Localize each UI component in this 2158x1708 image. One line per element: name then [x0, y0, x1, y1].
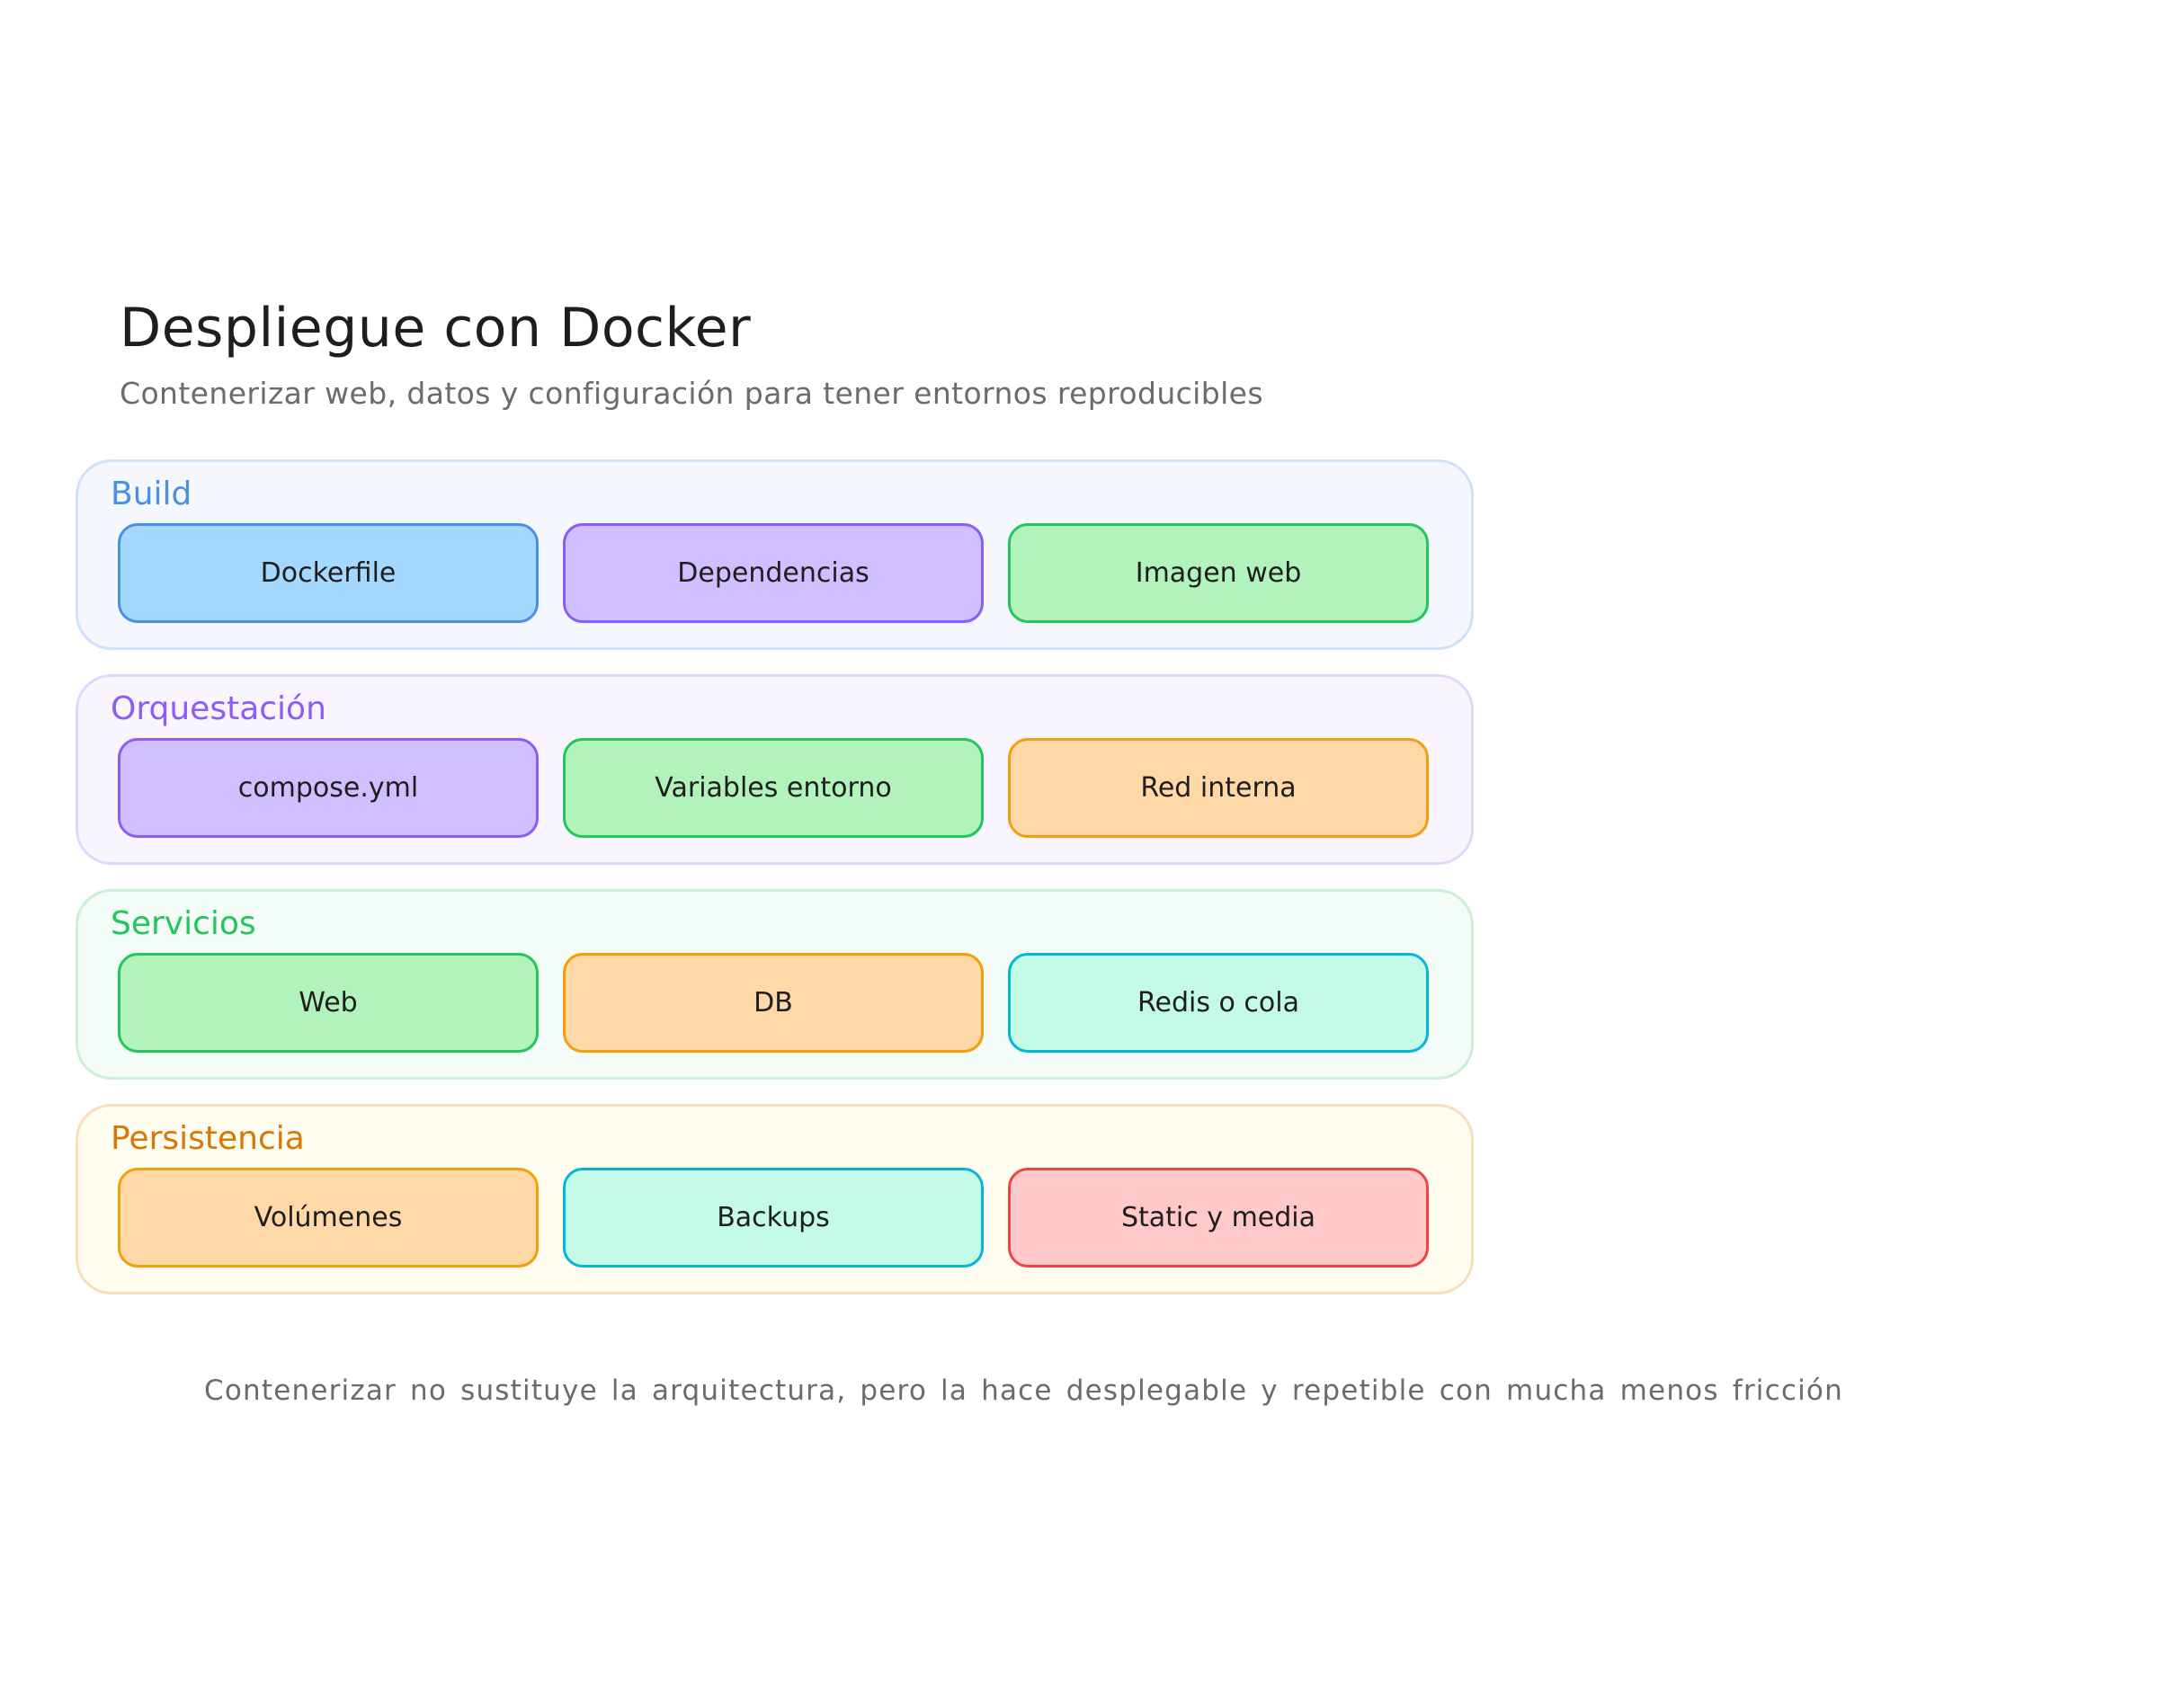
node-label: Variables entorno	[655, 772, 892, 804]
group-orquestacion: Orquestación compose.yml Variables entor…	[76, 674, 1474, 865]
node-volumenes[interactable]: Volúmenes	[118, 1168, 539, 1268]
node-label: compose.yml	[237, 772, 419, 804]
node-variables-entorno[interactable]: Variables entorno	[563, 738, 984, 838]
node-dependencias[interactable]: Dependencias	[563, 523, 984, 623]
node-imagen-web[interactable]: Imagen web	[1008, 523, 1429, 623]
group-servicios: Servicios Web DB Redis o cola	[76, 889, 1474, 1080]
node-label: Dependencias	[677, 557, 869, 589]
node-label: Red interna	[1140, 772, 1297, 804]
footer-note: Contenerizar no sustituye la arquitectur…	[204, 1374, 1843, 1407]
group-label-orquestacion: Orquestación	[111, 690, 326, 727]
node-backups[interactable]: Backups	[563, 1168, 984, 1268]
group-persistencia: Persistencia Volúmenes Backups Static y …	[76, 1104, 1474, 1294]
node-label: Volúmenes	[254, 1202, 403, 1233]
node-red-interna[interactable]: Red interna	[1008, 738, 1429, 838]
node-label: Dockerfile	[260, 557, 397, 589]
group-label-persistencia: Persistencia	[111, 1120, 305, 1157]
node-dockerfile[interactable]: Dockerfile	[118, 523, 539, 623]
group-build: Build Dockerfile Dependencias Imagen web	[76, 459, 1474, 650]
node-static-y-media[interactable]: Static y media	[1008, 1168, 1429, 1268]
group-label-servicios: Servicios	[111, 905, 256, 942]
group-label-build: Build	[111, 476, 192, 512]
node-label: DB	[754, 987, 793, 1019]
node-label: Static y media	[1120, 1202, 1316, 1233]
node-compose-yml[interactable]: compose.yml	[118, 738, 539, 838]
node-db[interactable]: DB	[563, 953, 984, 1053]
node-label: Redis o cola	[1137, 987, 1299, 1019]
node-web[interactable]: Web	[118, 953, 539, 1053]
node-redis-o-cola[interactable]: Redis o cola	[1008, 953, 1429, 1053]
node-label: Imagen web	[1135, 557, 1302, 589]
node-label: Backups	[717, 1202, 830, 1233]
node-label: Web	[299, 987, 358, 1019]
diagram-title: Despliegue con Docker	[120, 297, 752, 360]
diagram-subtitle: Contenerizar web, datos y configuración …	[120, 376, 1263, 411]
